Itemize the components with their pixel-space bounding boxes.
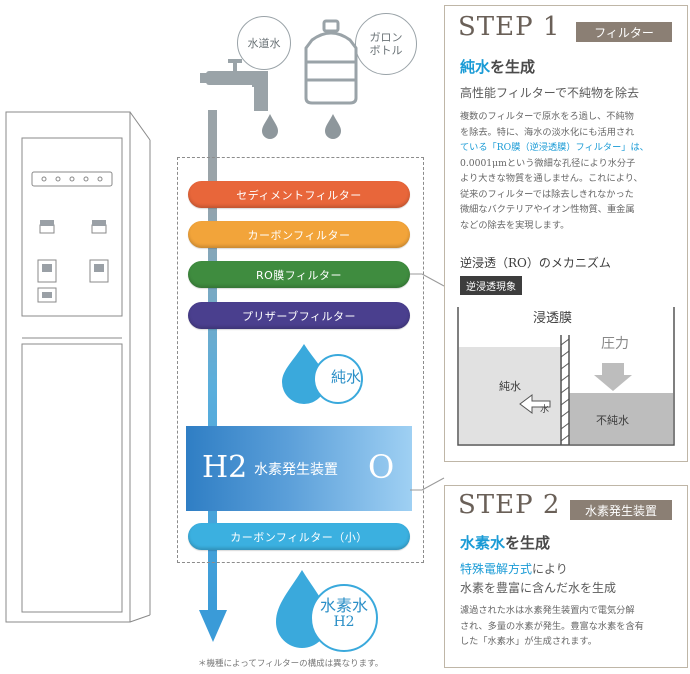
hydrogen-generator-unit: H2 水素発生装置 O (186, 426, 412, 511)
filter-sediment-label: セディメントフィルター (236, 188, 362, 202)
ro-membrane-label: 浸透膜 (533, 311, 573, 326)
step1-title: STEP 1 (458, 12, 561, 42)
filter-container (177, 157, 424, 563)
h2-left-label: H2 (202, 450, 248, 485)
gallon-water-drop-icon (325, 114, 341, 139)
step1-tag: フィルター (576, 22, 672, 42)
filter-carbon-label: カーボンフィルター (247, 228, 351, 242)
ro-impure-water-label: 不純水 (596, 414, 629, 427)
tap-water-drop-icon (262, 114, 278, 139)
step2-body-line: した「水素水」が生成されます。 (460, 636, 597, 647)
filter-preserve: プリザーブフィルター (188, 302, 410, 329)
pure-water-label: 純水 (330, 368, 361, 386)
step1-body-line: 0.0001μmという微細な孔径により水分子 (460, 157, 636, 169)
gallon-bottle-icon (304, 19, 358, 105)
pure-water-drop-icon (282, 344, 363, 404)
step2-tag: 水素発生装置 (570, 500, 672, 520)
tap-water-label: 水道水 (247, 36, 281, 50)
filter-ro-membrane: RO膜フィルター (188, 261, 410, 288)
faucet-icon (200, 59, 268, 111)
step2-body-line: され、多量の水素が発生。豊富な水素を含有 (460, 620, 644, 632)
h2-right-label: O (368, 448, 395, 486)
step2-sub1: 特殊電解方式により (460, 560, 568, 577)
mechanism-tag: 逆浸透現象 (460, 276, 522, 295)
step1-body-line: を除去。特に、海水の淡水化にも活用され (460, 126, 635, 138)
hydrogen-water-label: 水素水 (319, 596, 368, 615)
step1-body: 複数のフィルターで原水をろ過し、不純物 を除去。特に、海水の淡水化にも活用され … (460, 109, 682, 233)
step1-heading-rest: を生成 (490, 58, 536, 76)
filter-sediment: セディメントフィルター (188, 181, 410, 208)
step2-body-line: 濾過された水は水素発生装置内で電気分解 (460, 605, 635, 616)
filter-preserve-label: プリザーブフィルター (241, 309, 357, 323)
step2-heading-accent: 水素水 (460, 534, 506, 552)
step1-body-line: 従来のフィルターでは除去しきれなかった (460, 188, 634, 200)
step1-body-line: より大きな物質を通しません。これにより、 (460, 173, 643, 184)
connector-lines (410, 273, 445, 491)
step1-body-line: 複数のフィルターで原水をろ過し、不純物 (460, 111, 634, 122)
step2-title: STEP 2 (458, 490, 561, 520)
step2-heading-rest: を生成 (505, 534, 551, 552)
hydrogen-water-drop-icon (276, 570, 378, 652)
step1-heading: 純水を生成 (460, 56, 535, 77)
gallon-bottle-label: ガロン ボトル (369, 31, 403, 57)
footnote: ＊機種によってフィルターの構成は異なります。 (198, 659, 384, 669)
step2-sub1-rest: により (532, 562, 568, 576)
tap-water-bubble: 水道水 (237, 16, 291, 70)
step2-sub2: 水素を豊富に含んだ水を生成 (460, 581, 617, 595)
step2-heading: 水素水を生成 (460, 532, 550, 553)
ro-mechanism-diagram (457, 307, 675, 446)
mechanism-title: 逆浸透（RO）のメカニズム (460, 256, 611, 270)
step1-body-line: ている「RO膜（逆浸透膜）フィルター」は、 (460, 142, 649, 153)
step1-body-line: 微細なバクテリアやイオン性物質、重金属 (460, 204, 635, 215)
filter-carbon-small: カーボンフィルター（小） (188, 523, 410, 550)
ro-water-arrow-label: 水 (540, 405, 550, 415)
ro-pure-water-label: 純水 (499, 380, 521, 393)
gallon-bottle-bubble: ガロン ボトル (355, 13, 417, 75)
filter-carbon-small-label: カーボンフィルター（小） (230, 530, 368, 544)
water-dispenser-illustration (5, 111, 151, 623)
water-flow-arrow (199, 110, 227, 642)
hydrogen-water-h2-label: H2 (333, 614, 355, 630)
h2-unit-label: 水素発生装置 (254, 462, 338, 478)
step1-body-line: などの除去を実現します。 (460, 219, 570, 231)
filter-carbon: カーボンフィルター (188, 221, 410, 248)
step2-body: 濾過された水は水素発生装置内で電気分解 され、多量の水素が発生。豊富な水素を含有… (460, 603, 682, 650)
ro-pressure-label: 圧力 (601, 336, 629, 352)
step1-heading-accent: 純水 (460, 58, 491, 76)
step2-sub1-accent: 特殊電解方式 (460, 562, 533, 576)
filter-ro-membrane-label: RO膜フィルター (255, 268, 343, 282)
step1-subheading: 高性能フィルターで不純物を除去 (460, 86, 640, 100)
